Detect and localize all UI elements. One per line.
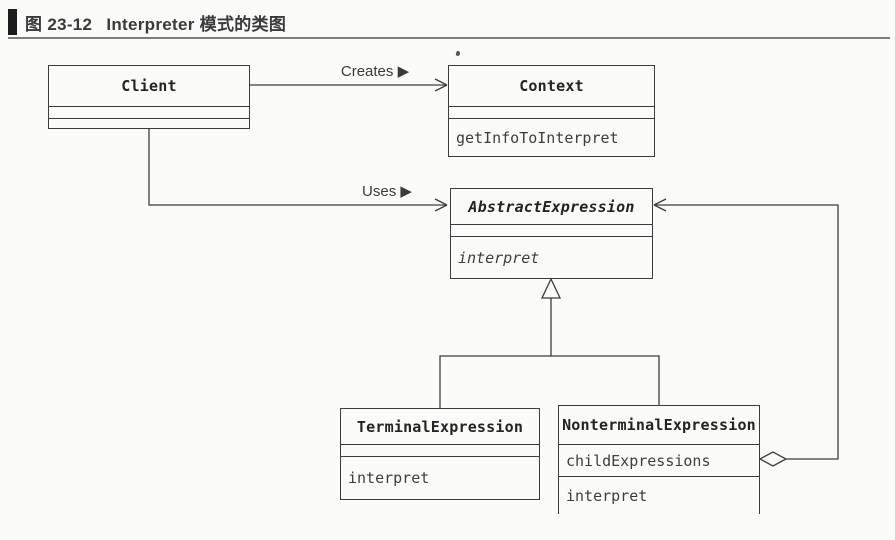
- creates-open-arrowhead: [434, 78, 448, 92]
- aggregation-diamond-icon: [758, 451, 788, 467]
- class-abstract-expression-methods: interpret: [451, 236, 652, 278]
- uses-label: Uses ▶: [362, 183, 412, 200]
- class-context-name: Context: [519, 77, 584, 95]
- uses-open-arrowhead: [434, 198, 448, 212]
- aggregation-open-arrowhead: [653, 198, 667, 212]
- class-abstract-expression-attributes: [451, 224, 652, 236]
- class-terminal-expression-methods: interpret: [341, 456, 539, 499]
- class-client-attributes: [49, 106, 249, 118]
- class-context-methods: getInfoToInterpret: [449, 118, 654, 156]
- class-terminal-expression-name: TerminalExpression: [356, 417, 524, 436]
- creates-label: Creates ▶: [340, 63, 410, 80]
- uses-association-line: [148, 128, 446, 206]
- caption-divider-rule: [8, 37, 890, 39]
- figure-number: 图 23-12: [25, 14, 93, 34]
- class-abstract-expression-name: AbstractExpression: [468, 197, 635, 216]
- class-nonterminal-expression-methods: interpret: [559, 476, 759, 514]
- class-nonterminal-expression-name: NonterminalExpression: [562, 416, 756, 434]
- class-client: Client: [48, 65, 250, 129]
- figure-caption: 图 23-12 Interpreter 模式的类图: [8, 8, 286, 36]
- figure-title: Interpreter 模式的类图: [106, 14, 287, 34]
- inheritance-triangle-icon: [540, 277, 562, 299]
- aggregation-line: [655, 204, 839, 460]
- class-nonterminal-expression-attributes: childExpressions: [559, 444, 759, 476]
- class-terminal-expression: TerminalExpression interpret: [340, 408, 540, 500]
- class-client-methods: [49, 118, 249, 128]
- class-terminal-expression-attributes: [341, 444, 539, 456]
- class-abstract-expression: AbstractExpression interpret: [450, 188, 653, 279]
- class-client-name: Client: [121, 77, 177, 95]
- class-context: Context getInfoToInterpret: [448, 65, 655, 157]
- class-context-attributes: [449, 106, 654, 118]
- class-nonterminal-expression: NonterminalExpression childExpressions i…: [558, 405, 760, 514]
- inheritance-branch-lines: [439, 355, 660, 408]
- caption-accent-bar: [8, 9, 17, 35]
